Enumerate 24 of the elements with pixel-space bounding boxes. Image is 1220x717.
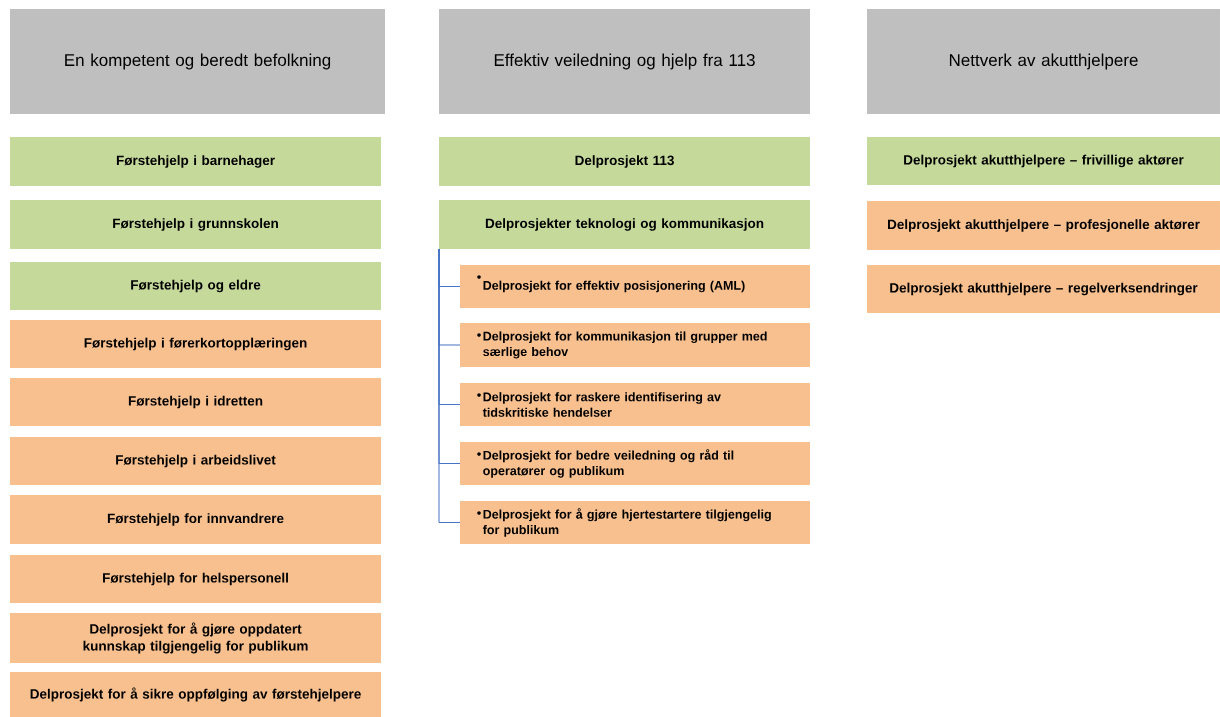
- project-box: Delprosjekt akutthjelpere – profesjonelle aktører: [867, 201, 1220, 250]
- project-box: Førstehjelp for helspersonell: [10, 555, 381, 603]
- subproject-box: Delprosjekt for raskere identifisering av tidskritiske hendelser: [460, 383, 810, 426]
- project-box: Delprosjekt akutthjelpere – regelverksendringer: [867, 265, 1220, 313]
- project-box: Førstehjelp i grunnskolen: [10, 200, 381, 249]
- column-header: En kompetent og beredt befolkning: [10, 9, 385, 114]
- project-box: Delprosjekt akutthjelpere – frivillige aktører: [867, 137, 1220, 185]
- subproject-box: Delprosjekt for effektiv posisjonering (AML): [460, 265, 810, 308]
- column-header: Effektiv veiledning og hjelp fra 113: [439, 9, 810, 114]
- project-box: Delprosjekt for å gjøre oppdatert kunnskap tilgjengelig for publikum: [10, 613, 381, 663]
- project-box: Førstehjelp i arbeidslivet: [10, 437, 381, 485]
- project-box: Delprosjekt for å sikre oppfølging av førstehjelpere: [10, 672, 381, 717]
- project-box: Delprosjekter teknologi og kommunikasjon: [439, 200, 810, 249]
- project-box: Førstehjelp i idretten: [10, 378, 381, 426]
- project-box: Førstehjelp for innvandrere: [10, 495, 381, 544]
- project-box: Førstehjelp og eldre: [10, 262, 381, 310]
- column-header: Nettverk av akutthjelpere: [867, 9, 1220, 114]
- subproject-box: Delprosjekt for kommunikasjon til grupper med særlige behov: [460, 323, 810, 367]
- connector-line: [438, 248, 461, 523]
- project-box: Delprosjekt 113: [439, 137, 810, 186]
- project-box: Førstehjelp i barnehager: [10, 137, 381, 186]
- project-box: Førstehjelp i førerkortopplæringen: [10, 320, 381, 368]
- subproject-box: Delprosjekt for å gjøre hjertestartere tilgjengelig for publikum: [460, 501, 810, 544]
- subproject-box: Delprosjekt for bedre veiledning og råd til operatører og publikum: [460, 442, 810, 485]
